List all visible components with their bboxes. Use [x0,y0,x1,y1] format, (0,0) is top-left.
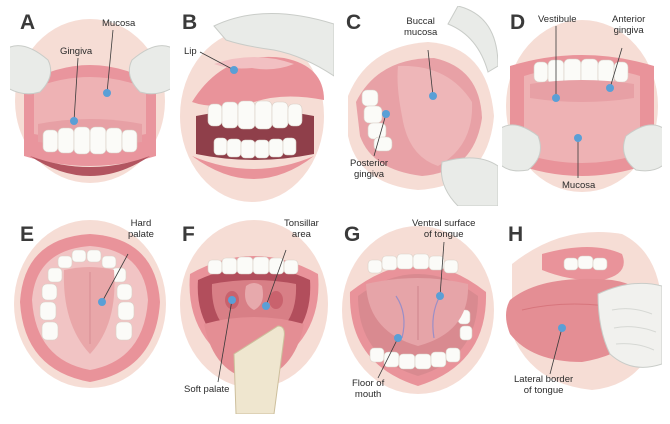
panel-letter: C [346,11,362,34]
label-lip: Lip [184,46,197,57]
illustration-ventral-tongue [342,226,494,394]
label-lateral-border: Lateral border of tongue [514,374,574,396]
panel-d: D Vestibule Anterior gingiva Mucosa [502,6,662,206]
panel-g: G Ventral surface of tongue Floor of mou… [338,214,498,414]
label-soft-palate: Soft palate [184,384,230,395]
label-vestibule: Vestibule [538,14,577,25]
label-gingiva: Gingiva [60,46,93,57]
illustration-vestibule [502,20,662,192]
panel-e: E Hard palate [10,214,170,414]
label-mucosa: Mucosa [102,18,136,29]
panel-h: H Lateral border of tongue [502,214,662,414]
label-anterior-gingiva: Anterior gingiva [612,14,646,36]
panel-letter: A [20,11,36,34]
label-ventral-surface: Ventral surface of tongue [412,218,476,240]
panel-c: C Buccal mucosa Posterior gingiva [338,6,498,206]
label-mucosa: Mucosa [562,180,596,191]
label-buccal-mucosa: Buccal mucosa [404,16,438,38]
panel-letter: F [182,223,195,246]
illustration-tonsillar-area [180,220,328,414]
panel-letter: H [508,223,524,246]
panel-letter: B [182,11,198,34]
panel-b: B Lip [174,6,334,206]
illustration-lateral-tongue [506,232,662,390]
label-tonsillar-area: Tonsillar area [284,218,319,240]
label-hard-palate: Hard palate [128,218,154,240]
label-floor-of-mouth: Floor of mouth [352,378,385,400]
panel-a: A Mucosa Gingiva [10,6,170,206]
illustration-buccal-mucosa [348,6,498,206]
panel-f: F Tonsillar area Soft palate [174,214,334,414]
panel-letter: E [20,223,35,246]
illustration-lip [180,13,334,202]
illustration-gingiva-mucosa [10,19,170,183]
illustration-hard-palate [14,220,166,388]
panel-letter: G [344,223,361,246]
label-posterior-gingiva: Posterior gingiva [350,158,389,180]
panel-letter: D [510,11,526,34]
